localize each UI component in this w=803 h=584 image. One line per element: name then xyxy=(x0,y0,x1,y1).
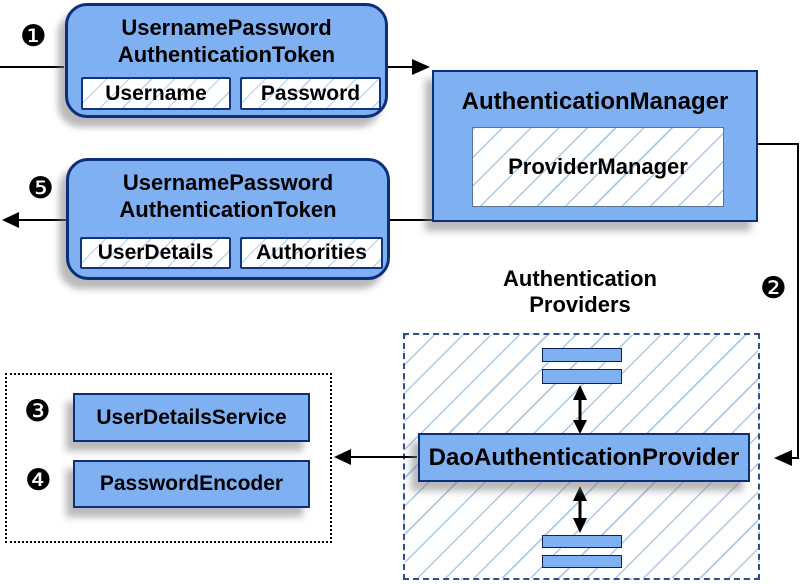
arrowhead-response-out xyxy=(2,212,19,228)
dao-authentication-provider-label: DaoAuthenticationProvider xyxy=(428,444,740,471)
password-encoder-label: PasswordEncoder xyxy=(99,472,284,495)
password-encoder-box: PasswordEncoder xyxy=(73,460,310,508)
providers-heading-line1: Authentication xyxy=(503,266,657,291)
double-arrow-lower-head-bottom xyxy=(573,518,587,533)
provider-manager-box: ProviderManager xyxy=(472,127,724,207)
authorities-field-label: Authorities xyxy=(256,241,367,264)
step-5-badge: ❺ xyxy=(27,171,54,206)
authorities-field: Authorities xyxy=(240,237,383,269)
authentication-manager-title: AuthenticationManager xyxy=(461,88,729,115)
user-details-service-box: UserDetailsService xyxy=(73,393,310,442)
request-token-box: UsernamePassword AuthenticationToken Use… xyxy=(65,3,388,118)
arrowhead-token-to-manager xyxy=(412,59,430,75)
double-arrow-upper-head-top xyxy=(573,385,587,400)
dao-authentication-provider-box: DaoAuthenticationProvider xyxy=(418,433,750,482)
request-token-title-line1: UsernamePassword xyxy=(121,15,332,40)
providers-heading-line2: Providers xyxy=(529,292,631,317)
userdetails-field-label: UserDetails xyxy=(97,241,214,264)
services-dotted-box xyxy=(5,373,332,543)
double-arrow-upper-head-bottom xyxy=(573,420,587,434)
request-token-title: UsernamePassword AuthenticationToken xyxy=(68,6,385,68)
double-arrow-lower-head-top xyxy=(573,486,587,501)
step-2-badge: ❷ xyxy=(760,271,787,306)
provider-list-bar-1 xyxy=(542,348,622,362)
userdetails-field: UserDetails xyxy=(80,237,231,269)
arrowhead-manager-to-provider xyxy=(774,450,792,466)
step-1-badge: ❶ xyxy=(20,19,47,54)
authentication-manager-box: AuthenticationManager ProviderManager xyxy=(432,70,758,222)
providers-heading: Authentication Providers xyxy=(452,266,708,318)
password-field-label: Password xyxy=(260,82,361,105)
username-field-label: Username xyxy=(105,82,207,105)
provider-manager-label: ProviderManager xyxy=(508,154,688,179)
response-token-box: UsernamePassword AuthenticationToken Use… xyxy=(66,158,390,280)
provider-list-bar-3 xyxy=(542,535,622,548)
arrowhead-provider-to-services xyxy=(334,449,351,465)
response-token-title: UsernamePassword AuthenticationToken xyxy=(69,161,387,223)
response-token-title-line1: UsernamePassword xyxy=(122,170,334,195)
step-4-badge: ❹ xyxy=(25,463,52,498)
username-field: Username xyxy=(81,77,231,110)
provider-list-bar-4 xyxy=(542,555,622,568)
step-3-badge: ❸ xyxy=(24,394,51,429)
password-field: Password xyxy=(240,77,381,110)
request-token-title-line2: AuthenticationToken xyxy=(117,42,336,67)
provider-list-bar-2 xyxy=(542,369,622,384)
response-token-title-line2: AuthenticationToken xyxy=(119,197,337,222)
arrow-manager-to-provider xyxy=(757,143,799,459)
user-details-service-label: UserDetailsService xyxy=(96,406,287,429)
